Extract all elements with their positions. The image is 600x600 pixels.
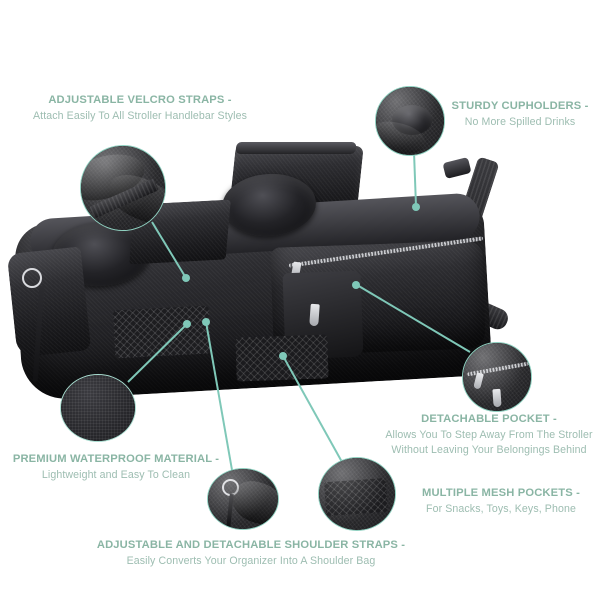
anchor-dot-shoulder-straps [202,318,210,326]
anchor-dot-waterproof [183,320,191,328]
connector-mesh-pockets [282,355,343,463]
callout-circle-detachable-pocket [462,342,532,412]
feature-title-shoulder-straps: ADJUSTABLE AND DETACHABLE SHOULDER STRAP… [96,539,406,551]
feature-subtitle-waterproof-material: Lightweight and Easy To Clean [41,468,191,481]
anchor-dot-cupholders [412,203,420,211]
feature-title-waterproof-material: PREMIUM WATERPROOF MATERIAL - [12,453,220,465]
anchor-dot-mesh-pockets [279,352,287,360]
feature-title-detachable-pocket: DETACHABLE POCKET - [421,413,557,425]
product-image-stroller-organizer [0,140,600,470]
anchor-dot-velcro-straps [182,274,190,282]
carabiner-clip-icon [22,268,42,288]
callout-circle-shoulder-straps [207,468,279,530]
connector-waterproof-material [127,323,188,383]
callout-circle-cupholders [375,86,445,156]
feature-label-velcro-straps: ADJUSTABLE VELCRO STRAPS - Attach Easily… [10,93,270,124]
feature-subtitle-detachable-pocket-line2: Without Leaving Your Belongings Behind [391,443,587,456]
feature-subtitle-mesh-pockets: For Snacks, Toys, Keys, Phone [426,502,576,515]
feature-label-mesh-pockets: MULTIPLE MESH POCKETS - For Snacks, Toys… [402,486,600,517]
callout-circle-velcro-straps [80,145,166,231]
feature-label-shoulder-straps: ADJUSTABLE AND DETACHABLE SHOULDER STRAP… [86,538,416,569]
feature-label-detachable-pocket: DETACHABLE POCKET - Allows You To Step A… [378,412,600,458]
connector-detachable-pocket [356,284,471,353]
connector-shoulder-straps [205,321,233,471]
callout-circle-waterproof-material [60,374,136,442]
feature-title-cupholders: STURDY CUPHOLDERS - [451,100,589,112]
feature-subtitle-shoulder-straps: Easily Converts Your Organizer Into A Sh… [126,554,376,567]
connector-cupholders [413,151,417,207]
anchor-dot-detachable-pocket [352,281,360,289]
feature-subtitle-detachable-pocket-line1: Allows You To Step Away From The Strolle… [385,428,593,441]
feature-label-waterproof-material: PREMIUM WATERPROOF MATERIAL - Lightweigh… [0,452,232,483]
feature-subtitle-cupholders: No More Spilled Drinks [464,115,576,128]
feature-label-cupholders: STURDY CUPHOLDERS - No More Spilled Drin… [440,99,600,130]
callout-circle-mesh-pockets [318,457,396,531]
feature-title-velcro-straps: ADJUSTABLE VELCRO STRAPS - [48,94,232,106]
feature-title-mesh-pockets: MULTIPLE MESH POCKETS - [421,487,580,499]
feature-subtitle-velcro-straps: Attach Easily To All Stroller Handlebar … [32,109,248,122]
connector-velcro-straps [151,221,187,279]
